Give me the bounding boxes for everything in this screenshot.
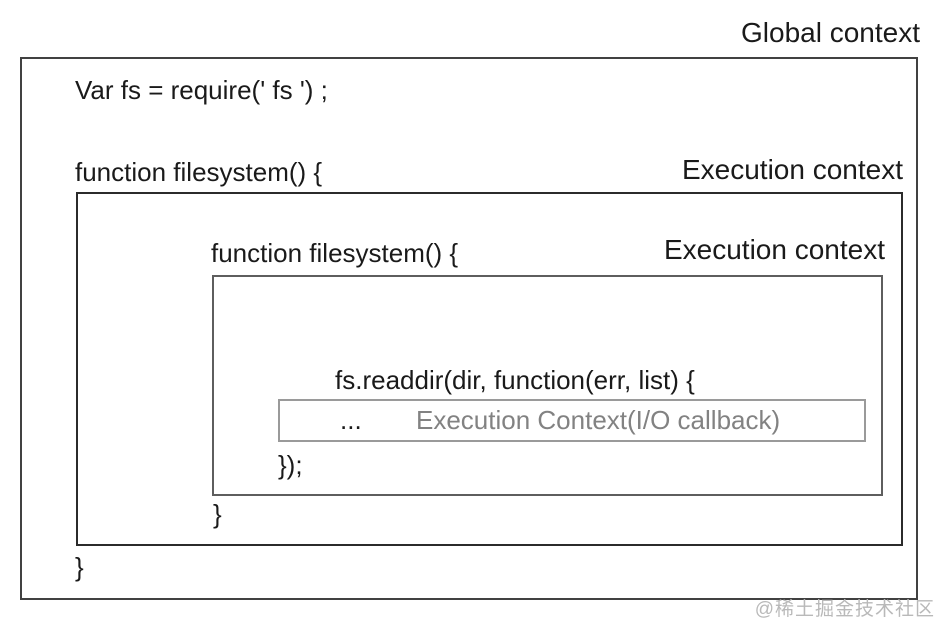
code-line-function-inner: function filesystem() { — [211, 238, 459, 268]
code-line-readdir: fs.readdir(dir, function(err, list) { — [335, 365, 695, 395]
global-context-box: Var fs = require(' fs ') ; function file… — [20, 57, 918, 600]
io-callback-context-box: ... Execution Context(I/O callback) — [278, 399, 866, 442]
code-close-brace-global: } — [75, 552, 84, 582]
watermark: @稀土掘金技术社区 — [754, 599, 935, 620]
code-ellipsis: ... — [340, 405, 362, 435]
execution-context-label-inner: Execution context — [663, 234, 885, 265]
execution-context-box: function filesystem() { Execution contex… — [76, 192, 903, 546]
io-callback-context-label: Execution Context(I/O callback) — [416, 405, 781, 435]
code-line-require: Var fs = require(' fs ') ; — [75, 75, 328, 105]
execution-context-label-outer: Execution context — [681, 154, 903, 185]
global-context-label: Global context — [741, 17, 920, 48]
code-line-close-readdir: }); — [278, 450, 303, 480]
code-close-brace-inner: } — [213, 499, 222, 529]
code-line-function-outer: function filesystem() { — [75, 157, 323, 187]
inner-execution-context-box: fs.readdir(dir, function(err, list) { ..… — [212, 275, 883, 496]
